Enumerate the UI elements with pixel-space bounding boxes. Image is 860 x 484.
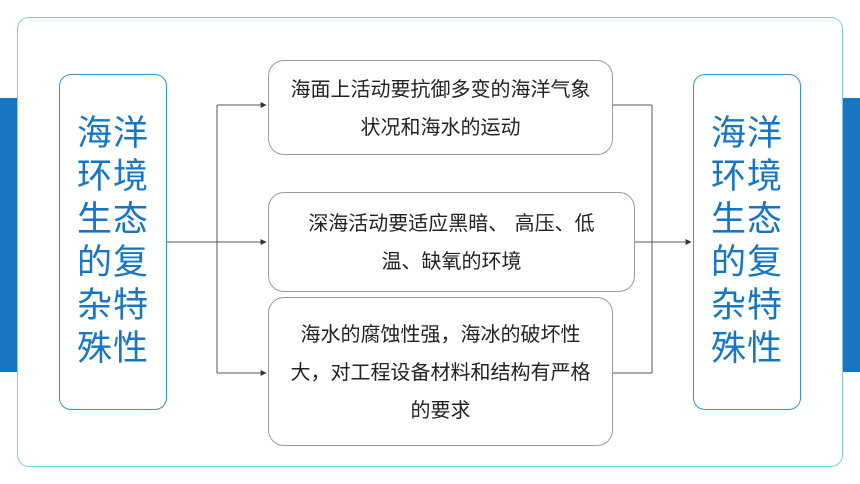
right-accent-bar — [843, 98, 860, 372]
left-accent-bar — [0, 98, 17, 372]
condition-text-1: 海面上活动要抗御多变的海洋气象状况和海水的运动 — [290, 76, 591, 139]
condition-box-1: 海面上活动要抗御多变的海洋气象状况和海水的运动 — [268, 60, 613, 155]
source-title-text: 海洋环境生态的复杂特殊性 — [76, 114, 149, 369]
source-title-box: 海洋环境生态的复杂特殊性 — [59, 74, 167, 410]
condition-text-2: 深海活动要适应黑暗、 高压、低温、缺氧的环境 — [308, 211, 595, 273]
result-title-box: 海洋环境生态的复杂特殊性 — [693, 74, 801, 410]
result-title-text: 海洋环境生态的复杂特殊性 — [710, 114, 783, 369]
condition-box-3: 海水的腐蚀性强，海冰的破坏性大，对工程设备材料和结构有严格的要求 — [268, 297, 613, 446]
condition-box-2: 深海活动要适应黑暗、 高压、低温、缺氧的环境 — [268, 192, 635, 292]
condition-text-3: 海水的腐蚀性强，海冰的破坏性大，对工程设备材料和结构有严格的要求 — [290, 321, 591, 422]
